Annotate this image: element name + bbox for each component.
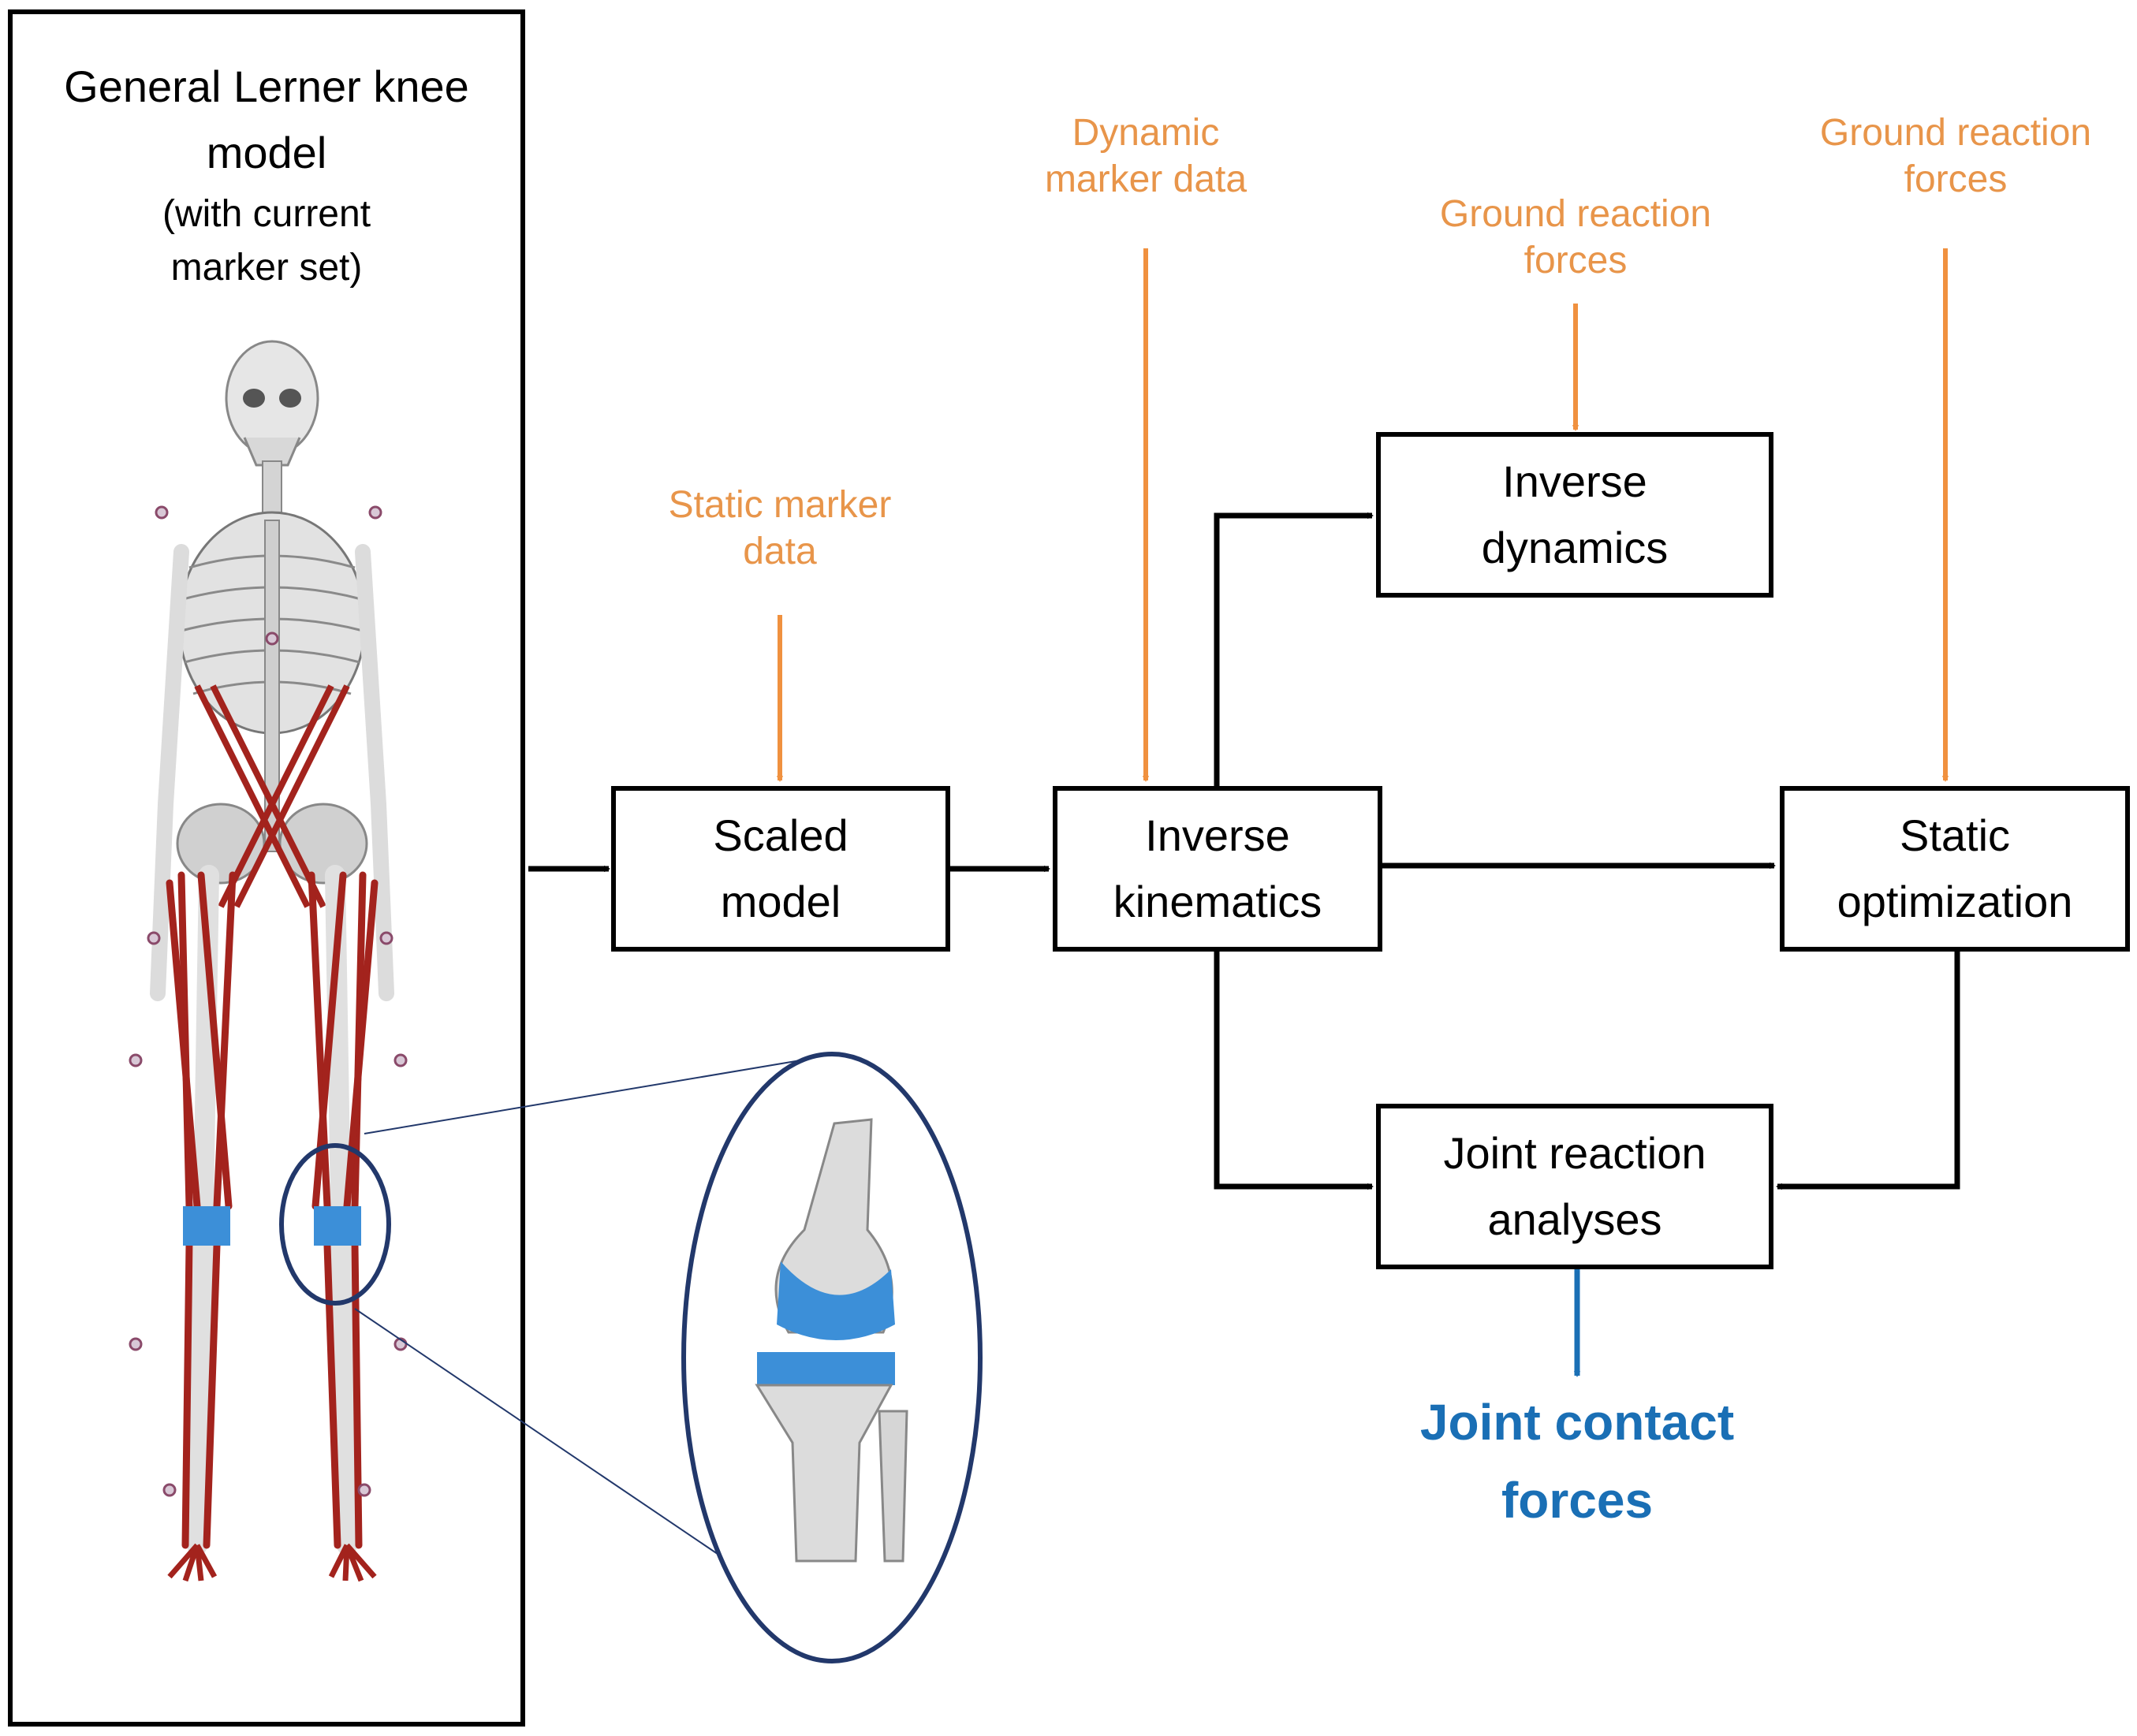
static-optimization-line1: Static: [1899, 810, 2011, 860]
grf-inverse-dynamics-label: Ground reaction forces: [1378, 192, 1773, 284]
joint-reaction-line1: Joint reaction: [1443, 1128, 1706, 1178]
feet: [167, 1543, 377, 1582]
inverse-kinematics-line2: kinematics: [1113, 877, 1322, 926]
grf-id-line2: forces: [1523, 239, 1628, 281]
inverse-dynamics-box: Inverse dynamics: [1376, 432, 1773, 598]
model-title-line2: model: [206, 128, 327, 177]
grf-so-line2: forces: [1904, 158, 2008, 200]
knee-cartilage-left: [183, 1206, 230, 1246]
model-subtitle-line2: marker set): [170, 247, 363, 289]
arrow-ik-to-id: [1214, 512, 1374, 788]
scaled-model-line1: Scaled: [713, 810, 848, 860]
inverse-dynamics-line1: Inverse: [1502, 456, 1647, 506]
static-marker-line1: Static marker: [668, 484, 892, 526]
scaled-model-box: Scaled model: [611, 786, 950, 952]
zoom-line-top: [364, 1060, 801, 1134]
scaled-model-line2: model: [720, 877, 841, 926]
static-optimization-box: Static optimization: [1780, 786, 2130, 952]
static-marker-data-label: Static marker data: [622, 482, 938, 575]
static-optimization-line2: optimization: [1837, 877, 2073, 926]
eye-socket-left: [243, 389, 265, 408]
model-subtitle-line1: (with current: [162, 193, 371, 235]
inverse-kinematics-line1: Inverse: [1145, 810, 1290, 860]
dynamic-marker-line2: marker data: [1044, 158, 1248, 200]
joint-contact-forces-line2: forces: [1501, 1472, 1654, 1529]
joint-contact-forces-line1: Joint contact: [1419, 1394, 1735, 1451]
femur: [774, 1118, 893, 1334]
grf-so-line1: Ground reaction: [1819, 112, 2092, 154]
arrow-so-to-jra: [1776, 950, 1960, 1190]
torso-muscles: [194, 684, 350, 908]
model-title: General Lerner knee model: [13, 54, 520, 186]
knee-highlight-ellipse: [279, 1143, 391, 1306]
eye-socket-right: [279, 389, 301, 408]
zoom-line-bottom: [354, 1308, 740, 1570]
tibial-cartilage: [757, 1352, 895, 1385]
spine: [264, 520, 280, 852]
arrow-ik-to-jra: [1214, 950, 1374, 1190]
dynamic-marker-data-label: Dynamic marker data: [988, 110, 1303, 203]
knee-zoom-illustration: [755, 1118, 908, 1563]
knee-cartilage-right: [314, 1206, 361, 1246]
fibula: [878, 1410, 908, 1563]
marker-dots: [129, 505, 408, 1497]
femoral-cartilage: [777, 1261, 895, 1340]
arms: [150, 544, 394, 1001]
joint-contact-forces-label: Joint contact forces: [1341, 1384, 1814, 1540]
grf-id-line1: Ground reaction: [1439, 193, 1712, 235]
inverse-dynamics-line2: dynamics: [1481, 523, 1669, 572]
dynamic-marker-line1: Dynamic: [1072, 112, 1220, 154]
tibia: [755, 1384, 893, 1563]
static-marker-line2: data: [743, 530, 817, 572]
model-subtitle: (with current marker set): [13, 188, 520, 295]
inverse-kinematics-box: Inverse kinematics: [1053, 786, 1382, 952]
model-panel: [8, 9, 525, 1727]
model-title-line1: General Lerner knee: [64, 61, 469, 111]
grf-static-optimization-label: Ground reaction forces: [1758, 110, 2137, 203]
joint-reaction-analyses-box: Joint reaction analyses: [1376, 1104, 1773, 1269]
joint-reaction-line2: analyses: [1487, 1194, 1662, 1244]
